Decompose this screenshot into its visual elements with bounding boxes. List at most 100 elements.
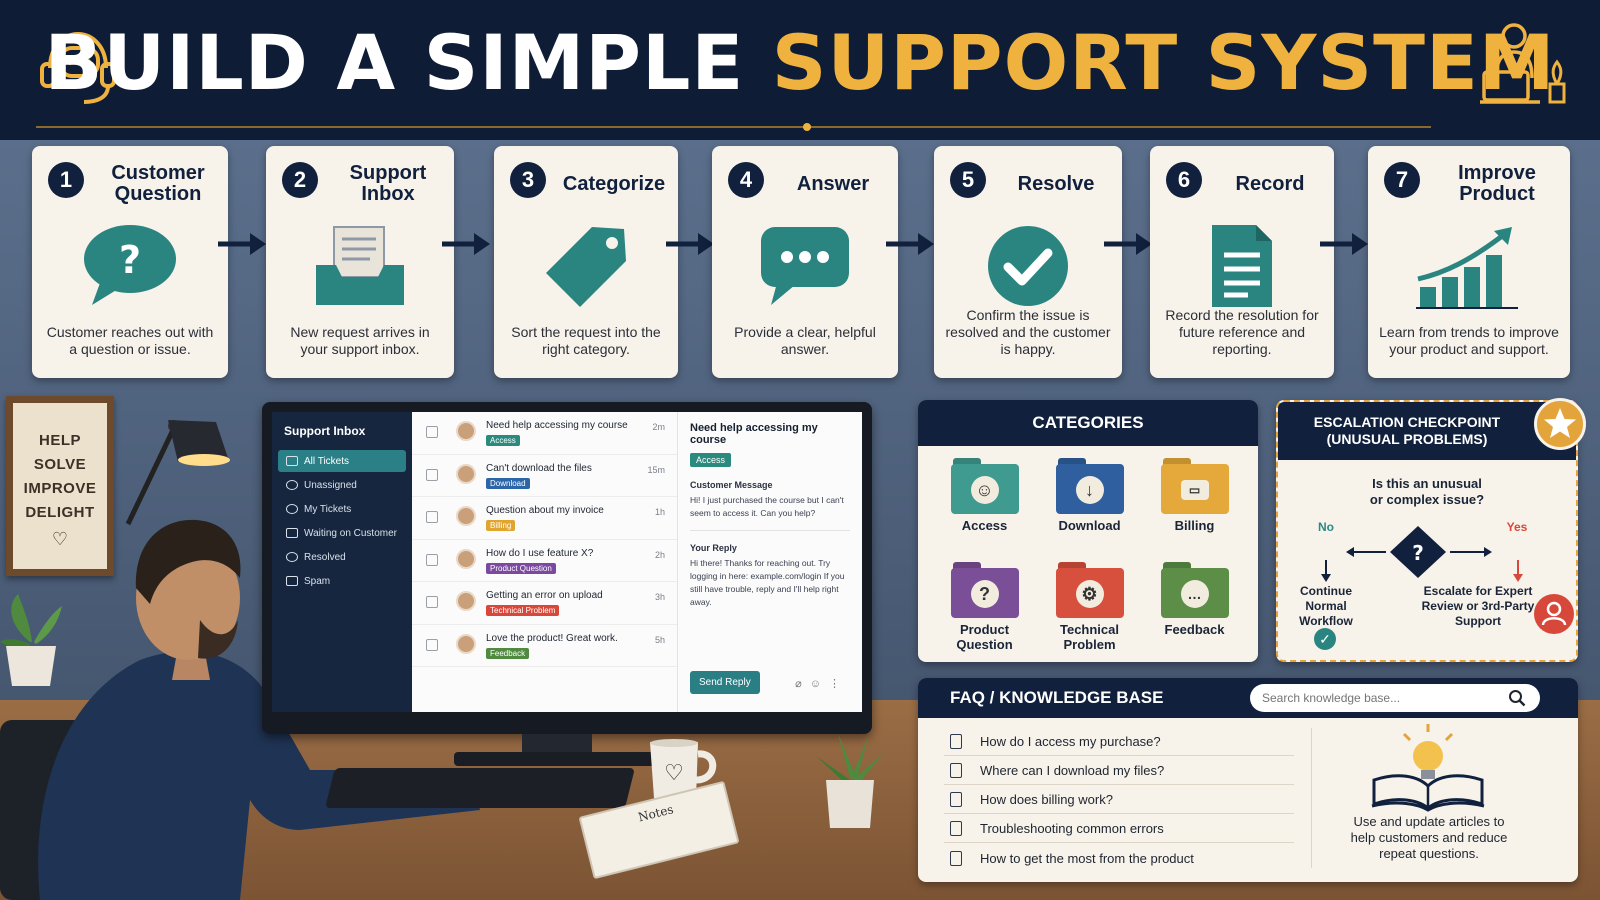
category-download[interactable]: ↓ Download: [1037, 458, 1142, 554]
growth-chart-icon: [1368, 216, 1570, 316]
ticket-checkbox[interactable]: [426, 553, 438, 566]
ticket-checkbox[interactable]: [426, 638, 438, 651]
reply-toolbar-icons: ⌀☺⋮: [795, 677, 848, 690]
ticket-tag: Product Question: [486, 562, 556, 574]
potted-plant-left: [0, 586, 64, 686]
nav-label: Unassigned: [304, 479, 357, 491]
nav-label: Spam: [304, 575, 331, 587]
knowledge-search[interactable]: [1250, 684, 1540, 712]
header-banner: [0, 0, 1600, 140]
sign-word-solve: SOLVE: [33, 456, 87, 473]
ticket-subject: Need help accessing my course: [486, 420, 628, 431]
step-description: Confirm the issue is resolved and the cu…: [945, 307, 1111, 357]
reply-label: Your Reply: [690, 543, 737, 553]
sign-word-help: HELP: [38, 432, 81, 449]
faq-item[interactable]: Where can I download my files?: [944, 757, 1294, 785]
ticket-checkbox[interactable]: [426, 596, 438, 608]
ticket-subject: How do I use feature X?: [486, 547, 594, 559]
search-icon[interactable]: [1508, 689, 1526, 712]
notebook-label: Notes: [636, 802, 675, 825]
reply-text[interactable]: Hi there! Thanks for reaching out. Try l…: [690, 558, 845, 607]
faq-item[interactable]: How do I access my purchase?: [944, 728, 1294, 756]
faq-item[interactable]: Troubleshooting common errors: [944, 815, 1294, 843]
chat-bubble-icon: [712, 216, 898, 316]
nav-all-tickets[interactable]: All Tickets: [278, 450, 406, 472]
folder-icon: ☺: [950, 458, 1019, 514]
step-card-2: 2 Support Inbox New request arrives in y…: [266, 146, 454, 378]
title-part-1: BUILD A SIMPLE: [44, 18, 745, 107]
speech-bubble-icon: …: [1180, 580, 1209, 608]
nav-my-tickets[interactable]: My Tickets: [278, 498, 406, 520]
book-lightbulb-icon: [1368, 722, 1488, 812]
step-title: Improve Product: [1458, 162, 1536, 205]
decision-diagram: ?: [1278, 522, 1576, 582]
page-title: BUILD A SIMPLE SUPPORT SYSTEM: [0, 18, 1600, 107]
send-reply-button[interactable]: Send Reply: [690, 671, 760, 694]
faq-item[interactable]: How does billing work?: [944, 786, 1294, 814]
step-number: 6: [1166, 162, 1202, 198]
category-billing[interactable]: ▭ Billing: [1142, 458, 1247, 554]
category-feedback[interactable]: … Feedback: [1142, 562, 1247, 658]
person-icon: ☺: [970, 476, 999, 504]
folder-tab: [952, 562, 981, 572]
ticket-age: 2h: [654, 549, 665, 560]
ticket-checkbox[interactable]: [426, 511, 438, 523]
step-title: Record: [1235, 172, 1305, 195]
wall-sign-board: HELP SOLVE IMPROVE DELIGHT ♡: [13, 403, 107, 569]
customer-message-label: Customer Message: [690, 480, 773, 490]
ticket-tag: Feedback: [486, 647, 530, 659]
person-at-laptop-icon: [1480, 18, 1576, 114]
attach-icon[interactable]: ⌀: [795, 678, 810, 690]
nav-waiting-on-customer[interactable]: Waiting on Customer: [278, 522, 406, 544]
keyboard: [325, 768, 635, 808]
folder-tab: [1162, 562, 1191, 572]
faq-item[interactable]: How to get the most from the product: [944, 844, 1294, 872]
category-label: Technical Problem: [1059, 622, 1119, 652]
faq-panel: FAQ / KNOWLEDGE BASE How do I access my …: [918, 678, 1578, 882]
ticket-row[interactable]: How do I use feature X? Product Question 2…: [412, 540, 677, 582]
ticket-checkbox[interactable]: [426, 468, 438, 481]
folder-icon: ?: [950, 562, 1019, 618]
nav-label: All Tickets: [304, 455, 350, 467]
faq-item-label: Troubleshooting common errors: [980, 821, 1164, 836]
step-title: Answer: [796, 172, 870, 195]
document-icon: [950, 763, 962, 778]
category-product-question[interactable]: ? Product Question: [932, 562, 1037, 658]
document-icon: [1150, 216, 1334, 316]
category-technical-problem[interactable]: ⚙ Technical Problem: [1037, 562, 1142, 658]
step-number: 4: [728, 162, 764, 198]
avatar: [456, 548, 476, 569]
nav-spam[interactable]: Spam: [278, 570, 406, 592]
ticket-tag: Download: [486, 477, 530, 489]
escalation-title: ESCALATION CHECKPOINT (UNUSUAL PROBLEMS): [1278, 402, 1576, 460]
step-description: Provide a clear, helpful answer.: [734, 324, 876, 357]
document-icon: [950, 850, 962, 866]
title-divider-dot: [803, 123, 811, 131]
folder-tab: [952, 458, 981, 468]
faq-item-label: How to get the most from the product: [980, 850, 1194, 866]
check-circle-icon: [934, 216, 1122, 316]
nav-resolved[interactable]: Resolved: [278, 546, 406, 568]
faq-header: FAQ / KNOWLEDGE BASE: [918, 678, 1578, 718]
emoji-icon[interactable]: ☺: [809, 678, 829, 690]
category-access[interactable]: ☺ Access: [932, 458, 1037, 554]
yes-label: Yes: [1506, 520, 1528, 534]
knowledge-search-input[interactable]: [1262, 691, 1492, 705]
faq-side-text: Use and update articles to help customer…: [1350, 814, 1508, 861]
category-grid: ☺ Access ↓ Download ▭ Billing ? Product …: [932, 458, 1246, 658]
step-title: Customer Question: [111, 162, 205, 205]
nav-unassigned[interactable]: Unassigned: [278, 474, 406, 496]
more-icon[interactable]: ⋮: [829, 678, 848, 690]
categories-title: CATEGORIES: [918, 400, 1258, 446]
ticket-checkbox[interactable]: [426, 426, 438, 438]
step-description: Customer reaches out with a question or …: [46, 324, 214, 357]
shield-icon: [286, 576, 298, 586]
avatar: [456, 506, 476, 526]
sign-word-improve: IMPROVE: [23, 480, 97, 497]
